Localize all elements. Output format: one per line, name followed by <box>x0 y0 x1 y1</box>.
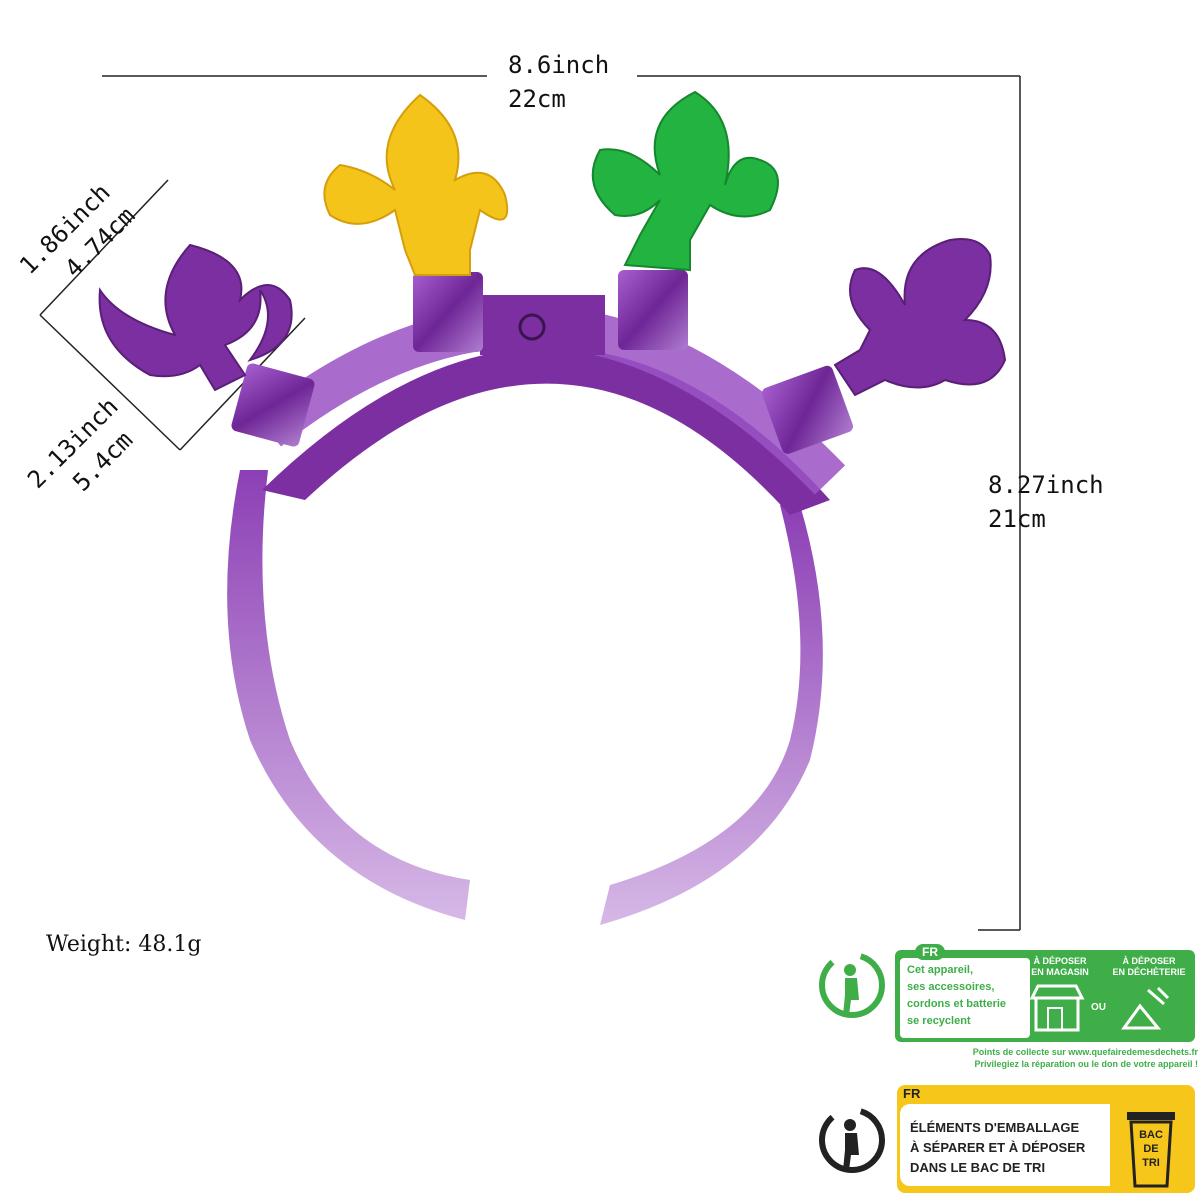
dump-icon <box>1118 982 1176 1034</box>
tube-left <box>231 363 315 447</box>
recycling-footer-line-2: Privilegiez la réparation ou le don de v… <box>974 1059 1198 1069</box>
packaging-line-1: ÉLÉMENTS D'EMBALLAGE <box>910 1120 1080 1135</box>
packaging-line-3: DANS LE BAC DE TRI <box>910 1160 1046 1175</box>
option-store-label: À DÉPOSER EN MAGASIN <box>1020 956 1100 978</box>
recycling-badge-description: Cet appareil, ses accessoires, cordons e… <box>907 962 1006 1030</box>
recycling-line-1: Cet appareil, <box>907 964 974 976</box>
packaging-badge-tag: FR <box>903 1086 921 1101</box>
weight-label: Weight: 48.1g <box>46 932 202 957</box>
width-label: 8.6inch 22cm <box>508 48 609 116</box>
height-cm: 21cm <box>988 505 1046 533</box>
fleur-de-lis-yellow <box>323 93 509 276</box>
bin-label-line-1: BAC <box>1139 1129 1163 1141</box>
fleur-de-lis-green <box>591 90 779 272</box>
width-cm: 22cm <box>508 85 566 113</box>
option-or: OU <box>1091 1002 1106 1013</box>
packaging-badge-text-box <box>900 1104 1110 1186</box>
packaging-line-2: À SÉPARER ET À DÉPOSER <box>910 1140 1086 1155</box>
option-dump-line-1: À DÉPOSER <box>1122 956 1176 966</box>
recycling-footer: Points de collecte sur www.quefairedemes… <box>900 1046 1198 1070</box>
headband <box>227 295 846 925</box>
recycling-footer-line-1: Points de collecte sur www.quefairedemes… <box>972 1047 1198 1057</box>
shop-icon <box>1028 982 1086 1034</box>
height-inch: 8.27inch <box>988 471 1104 499</box>
tube-right <box>761 365 853 454</box>
bin-label-line-2: DE <box>1143 1143 1159 1155</box>
recycling-badge-tag: FR <box>915 944 945 960</box>
bin-label-line-3: TRI <box>1142 1157 1160 1169</box>
fleur-de-lis-left <box>98 243 293 392</box>
recycling-line-2: ses accessoires, <box>907 981 995 993</box>
bin-label: BAC DE TRI <box>1135 1128 1167 1170</box>
recycle-person-icon <box>815 945 890 1025</box>
option-dump-label: À DÉPOSER EN DÉCHÈTERIE <box>1103 956 1195 978</box>
height-label: 8.27inch 21cm <box>988 468 1104 536</box>
recycling-line-3: cordons et batterie <box>907 998 1007 1010</box>
tube-green <box>618 270 688 350</box>
fleur-de-lis-right <box>833 238 1007 397</box>
option-dump-line-2: EN DÉCHÈTERIE <box>1112 967 1186 977</box>
recycling-line-4: se recyclent <box>907 1015 971 1027</box>
recycling-bin-icon <box>1125 1108 1177 1190</box>
recycling-badge-text-box <box>900 958 1030 1038</box>
dimension-lines <box>39 75 1021 931</box>
packaging-badge-text: ÉLÉMENTS D'EMBALLAGE À SÉPARER ET À DÉPO… <box>910 1118 1085 1178</box>
option-store-line-1: À DÉPOSER <box>1033 956 1087 966</box>
width-inch: 8.6inch <box>508 51 610 79</box>
recycle-person-icon-packaging <box>815 1100 890 1180</box>
tube-yellow <box>413 272 483 352</box>
option-store-line-2: EN MAGASIN <box>1031 967 1089 977</box>
